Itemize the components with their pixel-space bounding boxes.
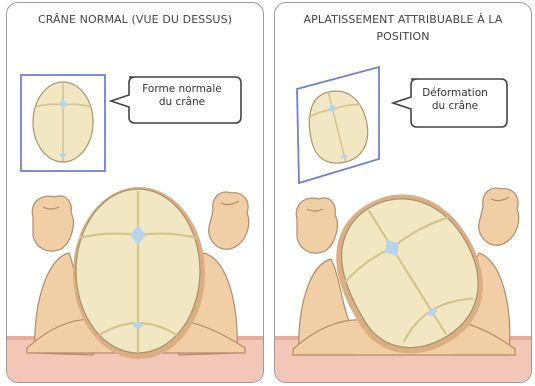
flattened-skull-drawing [275,3,532,383]
callout-line: Déformation [408,87,502,100]
callout-label: Déformation du crâne [408,87,502,113]
callout-line: Forme normale [125,83,239,96]
panel-title: APLATISSEMENT ATTRIBUABLE À LA POSITION [275,11,531,45]
normal-skull-large [73,187,205,359]
panel-title: CRÂNE NORMAL (VUE DU DESSUS) [7,11,263,28]
panel-normal-skull: CRÂNE NORMAL (VUE DU DESSUS) Forme norma… [6,2,264,383]
panel-positional-flattening: APLATISSEMENT ATTRIBUABLE À LA POSITION … [274,2,532,383]
normal-skull-drawing [7,3,264,383]
normal-skull-inset [33,82,93,162]
callout-line: du crâne [408,100,502,113]
flattened-skull-inset [301,85,375,169]
callout-label: Forme normale du crâne [125,83,239,109]
callout-line: du crâne [125,96,239,109]
